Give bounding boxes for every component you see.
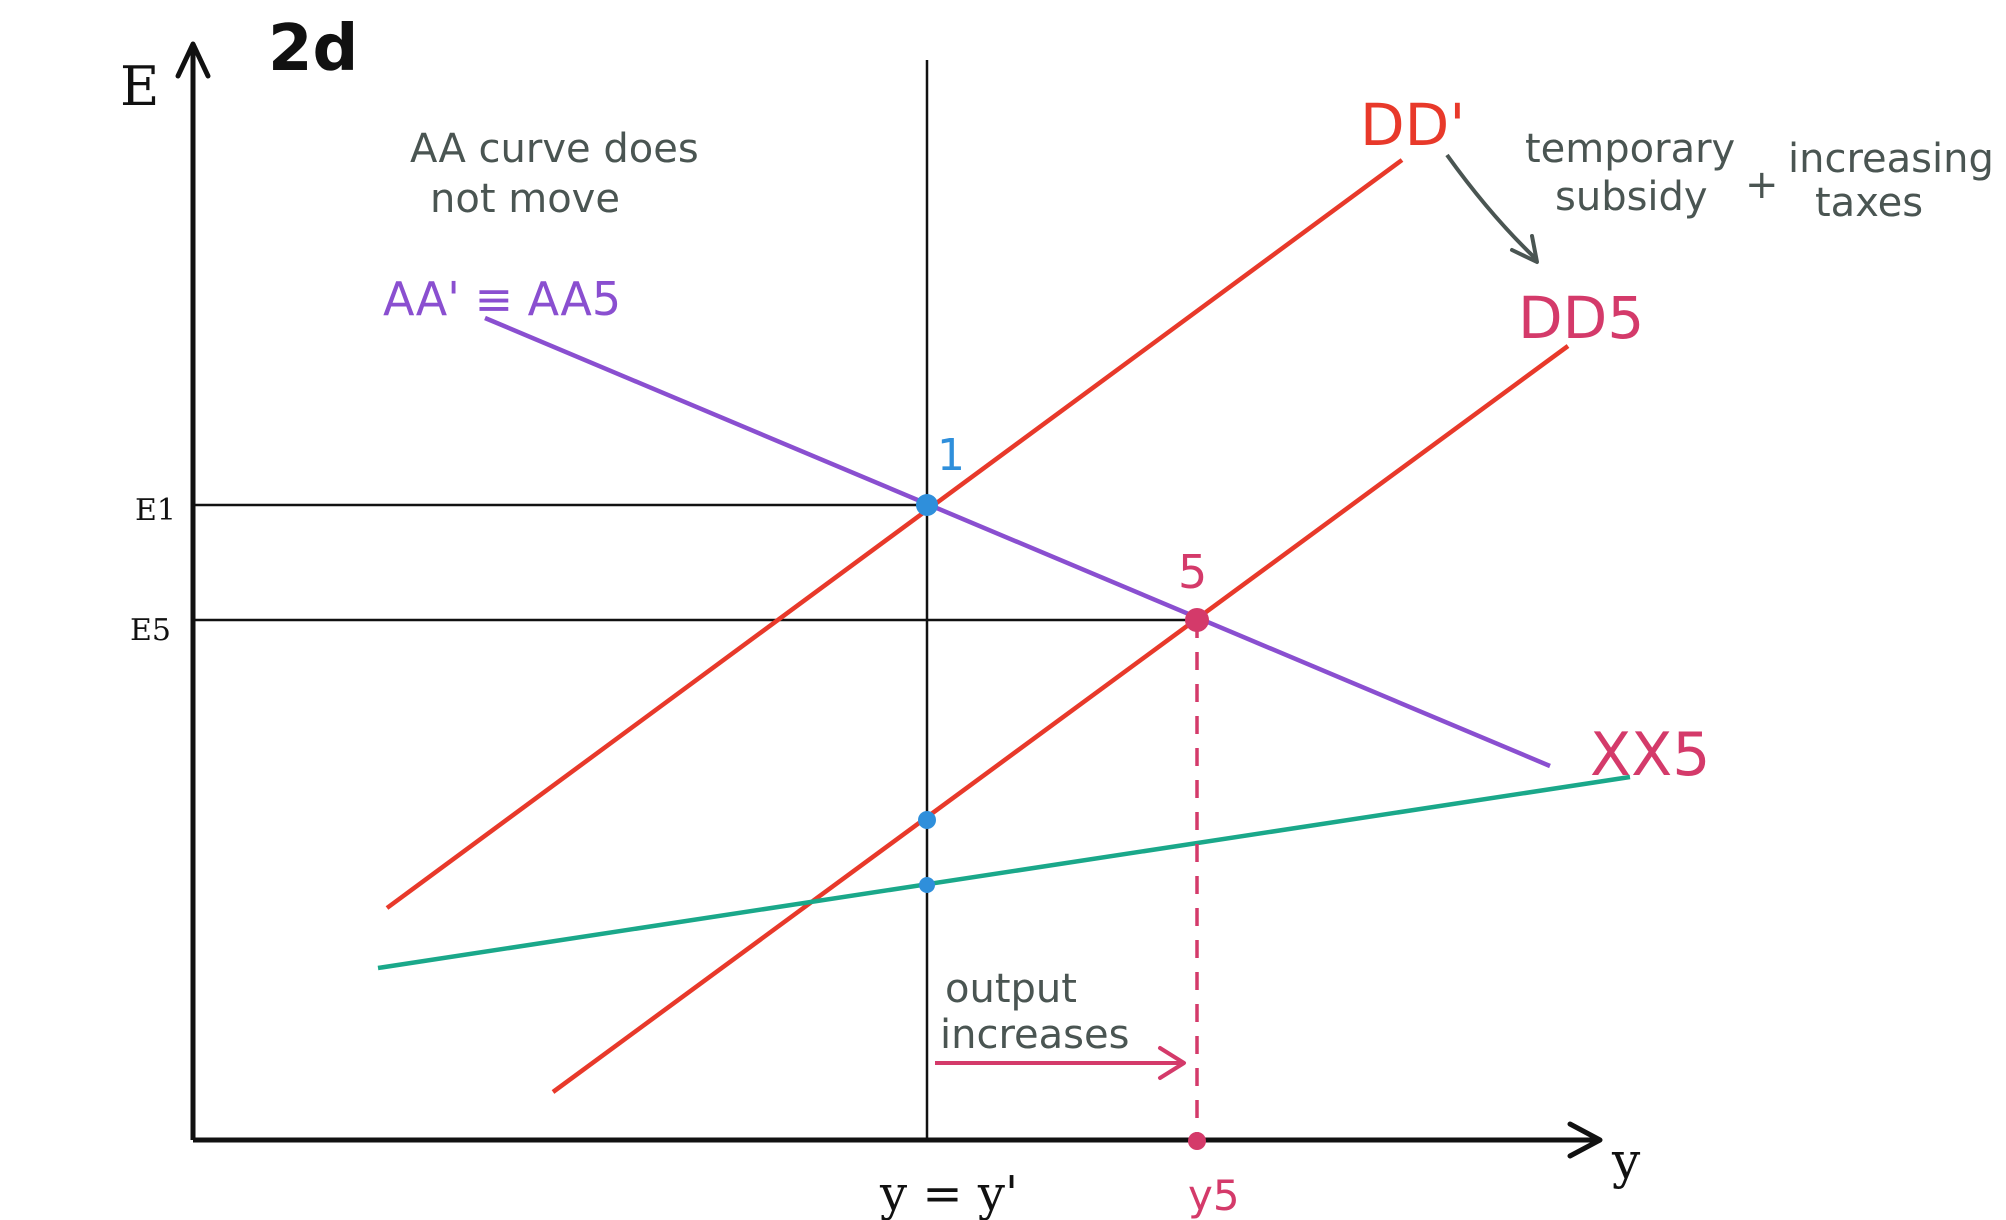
dd1-curve-label: DD' (1360, 91, 1465, 159)
xx5-curve (377, 774, 1631, 971)
y5-tick-label: y5 (1188, 1171, 1240, 1220)
y-axis-label: E (120, 55, 159, 118)
shift-note-plus: + (1745, 162, 1779, 208)
horizontal-axis-arrowhead (1567, 1121, 1603, 1159)
dd5-curve (551, 344, 1570, 1094)
shift-note-line4: taxes (1815, 180, 1923, 226)
e5-tick-label: E5 (130, 613, 171, 648)
x-axis-label: y (1611, 1132, 1641, 1190)
y5-axis-point (1188, 1132, 1206, 1150)
shift-arrow-curve (1445, 153, 1537, 260)
shift-note-line1: temporary (1525, 126, 1735, 172)
xx5-curve-label: XX5 (1590, 720, 1710, 790)
shift-note-line3: increasing (1788, 136, 1994, 182)
y1-tick-label: y = y' (879, 1166, 1018, 1220)
aa-note-line2: not move (430, 176, 620, 222)
vertical-axis-arrowhead (175, 41, 211, 79)
shift-note-line2: subsidy (1555, 174, 1708, 220)
panel-label: 2d (268, 12, 358, 86)
shift-arrow-head (1510, 234, 1539, 264)
dd1-curve (385, 158, 1404, 910)
equilibrium-point-5 (1185, 608, 1209, 632)
aa-note-line1: AA curve does (410, 126, 699, 172)
dd5-intersection-point (918, 811, 936, 829)
dd5-curve-label: DD5 (1518, 284, 1644, 352)
xx5-intersection-point (919, 877, 935, 893)
equilibrium-point-1 (916, 494, 938, 516)
output-note-line2: increases (940, 1012, 1129, 1058)
aa-curve (484, 315, 1551, 769)
point-1-label: 1 (937, 430, 965, 481)
e1-tick-label: E1 (135, 493, 176, 528)
aa-curve-label: AA' ≡ AA5 (383, 272, 621, 326)
output-note-line1: output (945, 966, 1077, 1012)
output-arrow-head (1158, 1046, 1186, 1080)
point-5-label: 5 (1178, 545, 1207, 599)
